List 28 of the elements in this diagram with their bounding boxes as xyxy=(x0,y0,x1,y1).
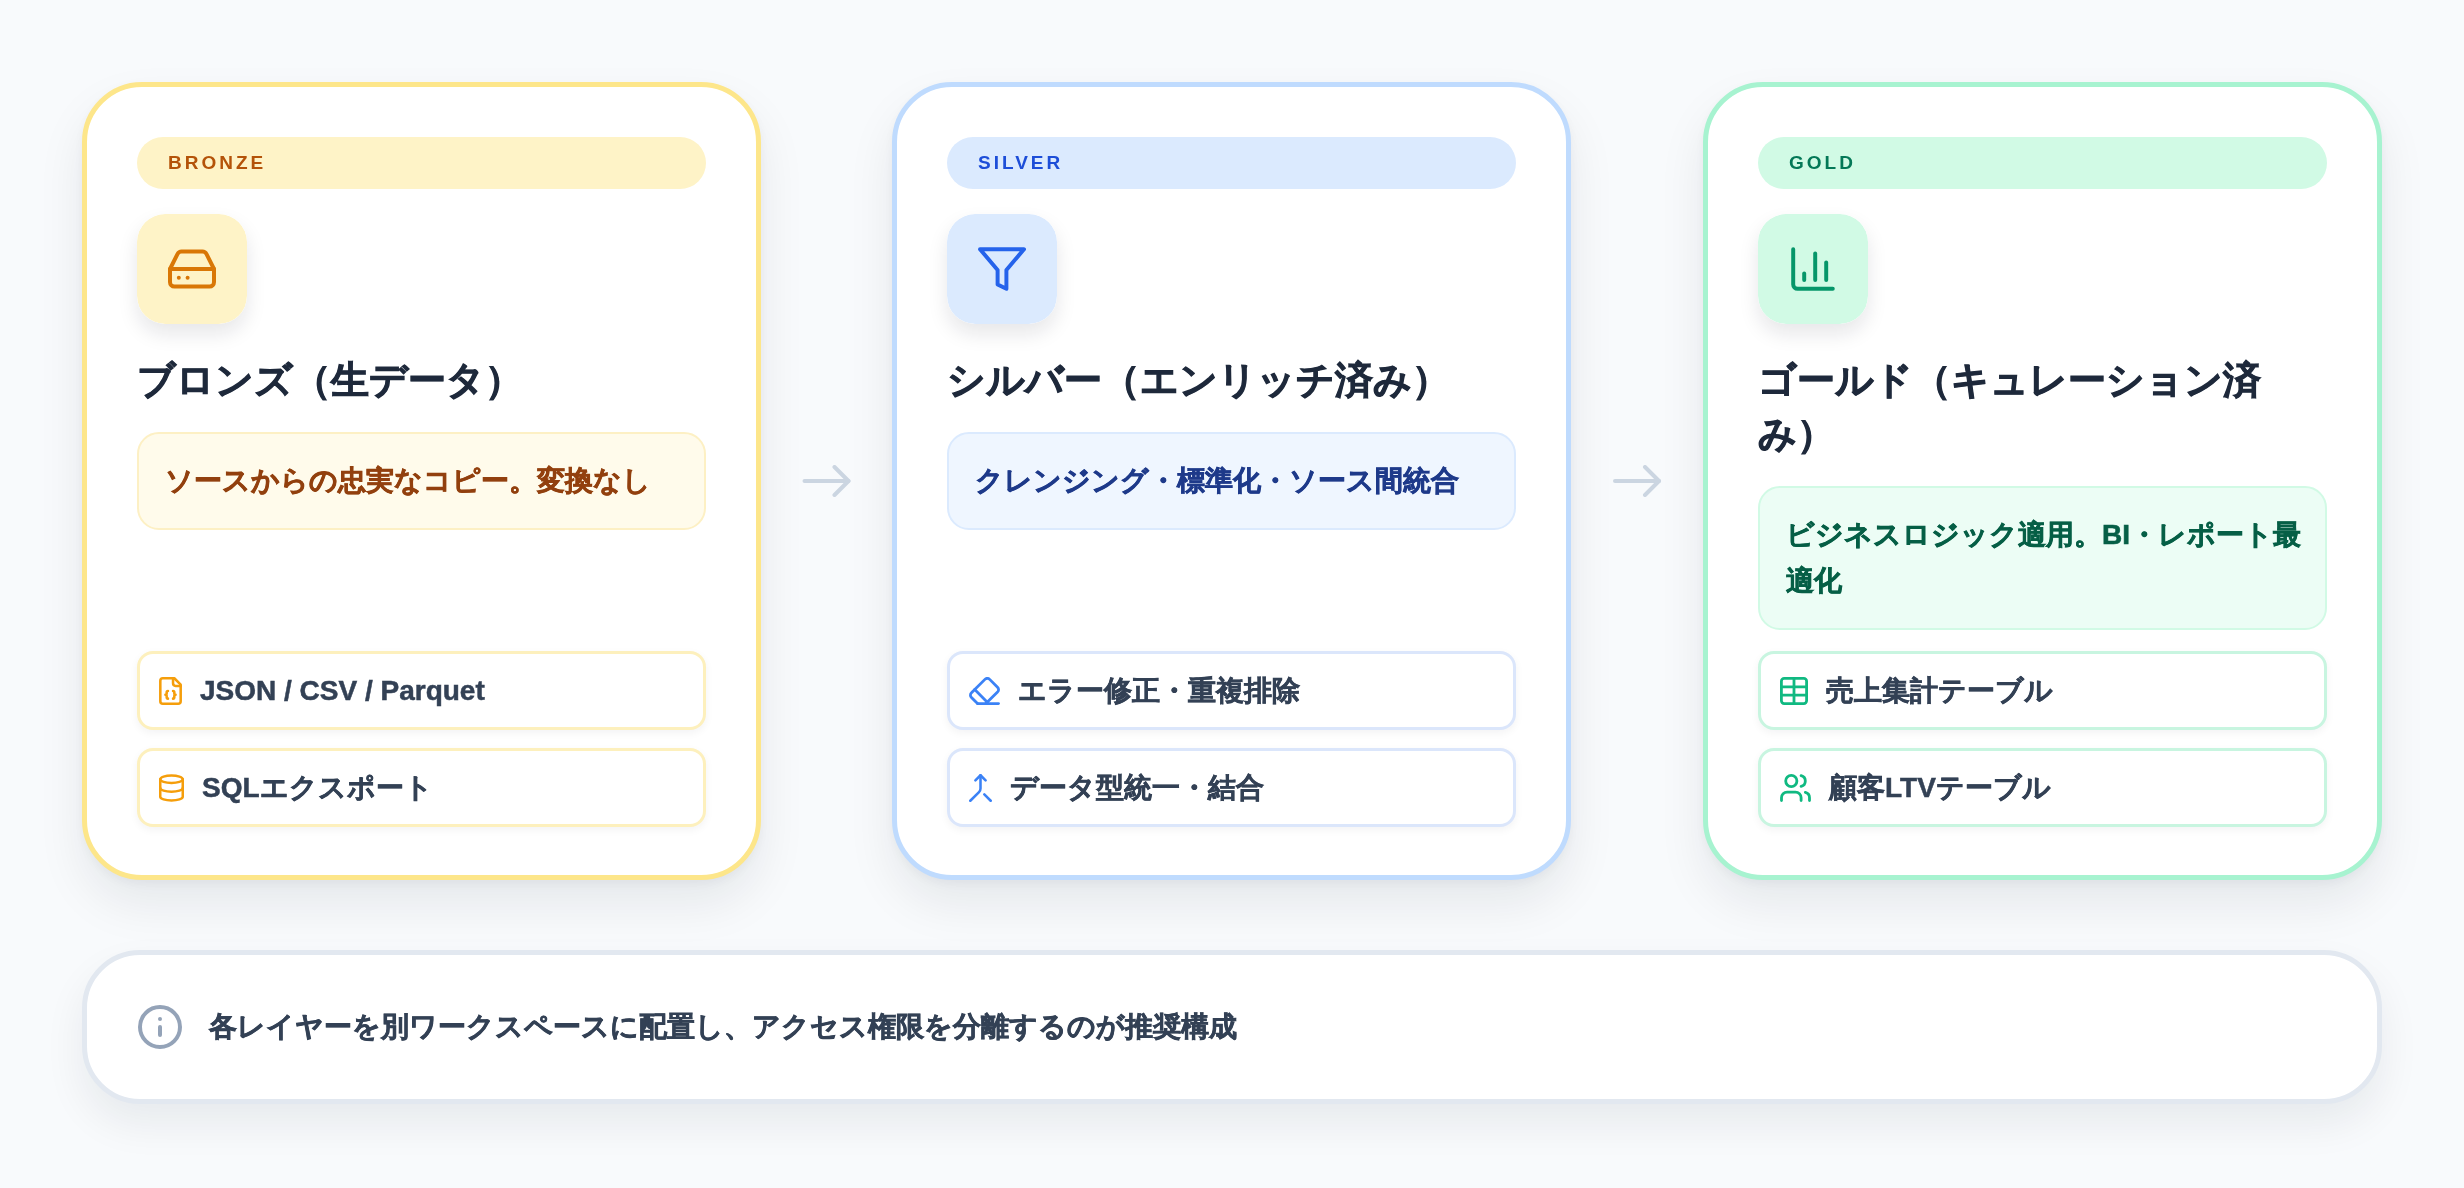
item-text: データ型統一・結合 xyxy=(1010,770,1264,805)
item-text: 顧客LTVテーブル xyxy=(1829,770,2051,805)
card-title: ゴールド（キュレーション済み） xyxy=(1758,358,2262,457)
tier-badge: SILVER xyxy=(947,137,1516,189)
description-box: クレンジング・標準化・ソース間統合 xyxy=(947,432,1516,530)
item-box xyxy=(1758,651,2327,730)
tier-badge: GOLD xyxy=(1758,137,2327,189)
item-box xyxy=(947,651,1516,730)
item-box xyxy=(137,748,706,827)
arrow xyxy=(802,465,851,497)
card-title: ブロンズ（生データ） xyxy=(137,358,524,403)
item-text: SQLエクスポート xyxy=(202,770,433,805)
item-text: 売上集計テーブル xyxy=(1826,673,2053,708)
note-box xyxy=(82,950,2382,1104)
item-box xyxy=(1758,748,2327,827)
arrow xyxy=(1613,465,1661,497)
layer-card xyxy=(82,82,761,880)
note-text: 各レイヤーを別ワークスペースに配置し、アクセス権限を分離するのが推奨構成 xyxy=(209,1010,1237,1044)
item-text: エラー修正・重複排除 xyxy=(1018,673,1300,708)
item-box xyxy=(137,651,706,730)
layer-card xyxy=(1703,82,2382,880)
description-box: ソースからの忠実なコピー。変換なし xyxy=(137,432,706,530)
item-text: JSON / CSV / Parquet xyxy=(200,674,485,707)
item-box xyxy=(947,748,1516,827)
description-box: ビジネスロジック適用。BI・レポート最適化 xyxy=(1758,486,2327,630)
layer-card xyxy=(892,82,1571,880)
tier-badge: BRONZE xyxy=(137,137,706,189)
card-title: シルバー（エンリッチ済み） xyxy=(947,358,1451,403)
